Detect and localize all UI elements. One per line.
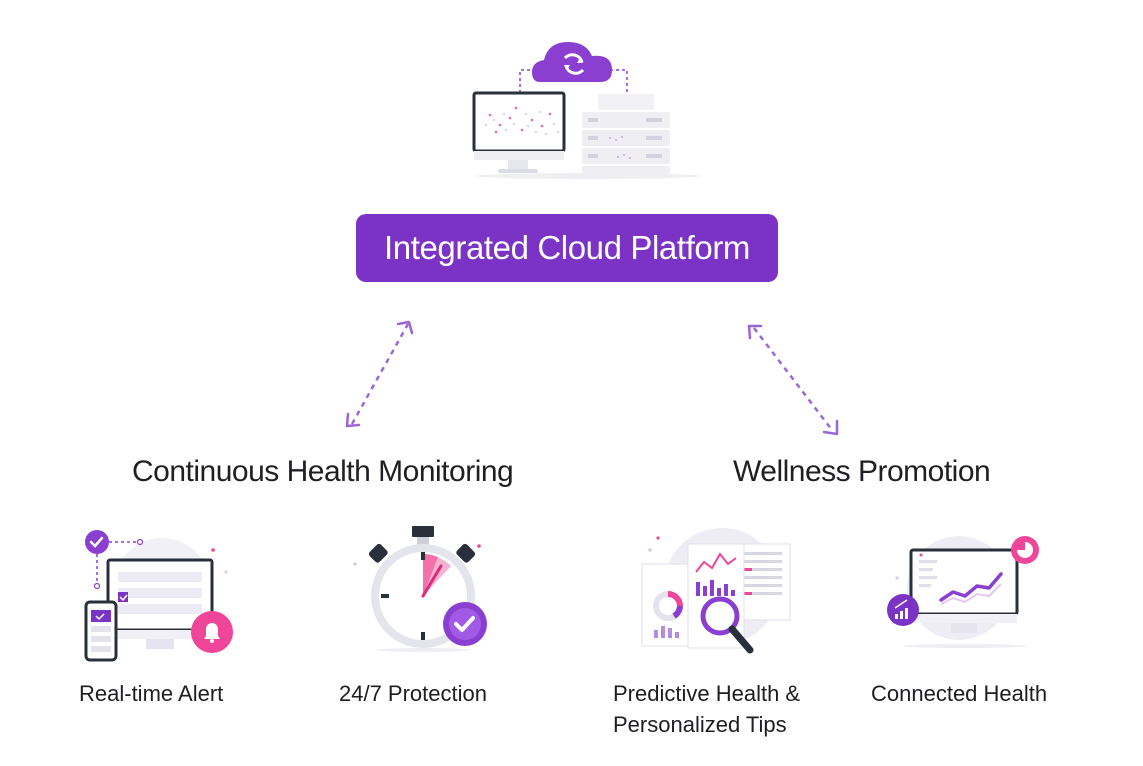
monitor-icon	[472, 91, 566, 173]
group-title-wellness: Wellness Promotion	[733, 455, 991, 488]
stopwatch-shield-icon	[353, 526, 487, 652]
caption-predictive-health-line1: Predictive Health &	[613, 681, 801, 706]
connector-arrow-right	[747, 324, 839, 436]
hub-label: Integrated Cloud Platform	[383, 229, 751, 266]
cloud-sync-icon	[532, 42, 612, 82]
caption-predictive-health-line2: Personalized Tips	[613, 712, 787, 737]
caption-predictive-health: Predictive Health & Personalized Tips	[613, 678, 800, 740]
group-title-monitoring: Continuous Health Monitoring	[132, 455, 514, 488]
predictive-analytics-icon	[641, 528, 791, 654]
server-stack-icon	[582, 94, 670, 174]
realtime-alert-icon	[84, 530, 233, 662]
cloud-platform-illustration	[472, 42, 700, 179]
caption-connected-health: Connected Health	[871, 681, 1048, 706]
caption-24-7-protection: 24/7 Protection	[339, 681, 487, 706]
caption-realtime-alert: Real-time Alert	[79, 681, 224, 706]
connector-arrow-left	[345, 320, 414, 428]
connected-health-icon	[887, 536, 1039, 648]
hub-badge: Integrated Cloud Platform	[356, 214, 778, 282]
